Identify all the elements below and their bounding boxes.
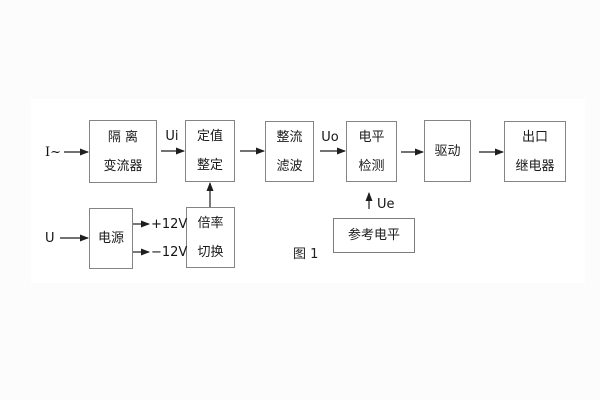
block-ratio-switch: 倍率 切换 (186, 207, 235, 268)
block-label: 滤波 (276, 158, 303, 174)
block-setpoint-setting: 定值 整定 (185, 120, 235, 182)
block-power-supply: 电源 (89, 208, 133, 269)
label-uo-signal: Uo (321, 130, 339, 145)
block-label: 检测 (358, 158, 385, 174)
block-label: 倍率 (197, 215, 224, 231)
block-label: 电源 (97, 231, 124, 246)
block-label: 出口 (521, 129, 548, 145)
block-label: 参考电平 (347, 228, 400, 243)
block-label: 变流器 (103, 158, 143, 174)
block-label: 定值 (196, 129, 223, 144)
block-reference-level: 参考电平 (333, 218, 415, 253)
block-drive: 驱动 (424, 120, 471, 182)
figure-caption: 图 1 (293, 247, 319, 262)
block-isolation-transformer: 隔 离 变流器 (89, 120, 157, 183)
block-label: 切换 (197, 244, 224, 260)
block-label: 隔 离 (107, 129, 139, 145)
block-output-relay: 出口 继电器 (504, 121, 566, 182)
block-level-detection: 电平 检测 (346, 121, 397, 182)
block-label: 继电器 (515, 158, 555, 174)
label-ue-signal: Ue (377, 197, 395, 212)
label-ui-signal: Ui (165, 129, 179, 144)
label-plus-12v: +12V (151, 217, 188, 232)
label-input-voltage: U (45, 231, 55, 246)
block-label: 驱动 (434, 143, 461, 159)
block-label: 电平 (358, 129, 385, 145)
block-label: 整流 (276, 129, 303, 145)
label-minus-12v: −12V (151, 245, 188, 260)
block-rectify-filter: 整流 滤波 (265, 121, 314, 182)
label-input-current: I~ (45, 145, 62, 160)
block-label: 整定 (196, 158, 223, 173)
